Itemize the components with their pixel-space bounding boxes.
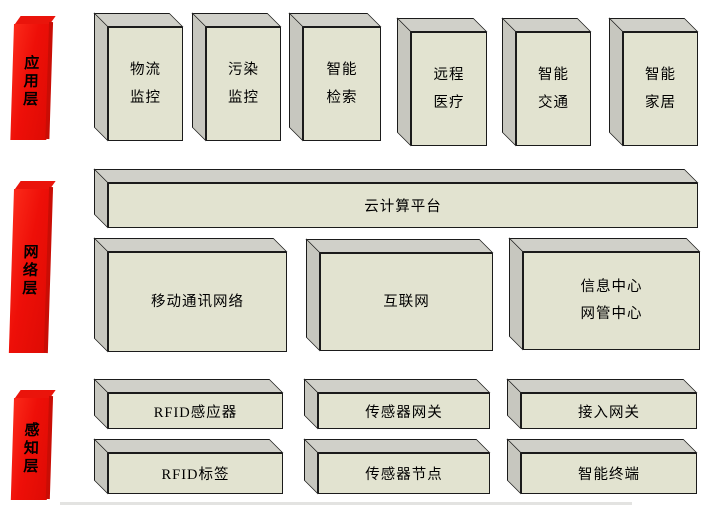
bottom-shadow-line	[60, 502, 632, 505]
layer-label-network: 网络层	[20, 244, 38, 298]
box-label: 接入网关	[578, 404, 640, 421]
box-label-line: 家居	[645, 95, 676, 111]
layer-slab-perception: 感知层	[10, 398, 50, 500]
box-label-line: 医疗	[433, 95, 465, 111]
sensor-node-box: 传感器节点	[318, 453, 490, 494]
access-gateway-box: 接入网关	[521, 393, 697, 429]
box-label: 传感器节点	[365, 467, 443, 483]
app-box-smart-retrieval: 智能 检索	[303, 27, 381, 141]
box-label-line: 交通	[538, 95, 569, 111]
smart-terminal-box: 智能终端	[521, 453, 697, 494]
box-label: 传感器网关	[365, 404, 443, 421]
rfid-sensor-box: RFID感应器	[108, 393, 283, 429]
box-label: RFID标签	[161, 467, 230, 483]
box-label: 云计算平台	[364, 199, 442, 215]
box-label-line: 监控	[130, 90, 161, 106]
info-center-box: 信息中心 网管中心	[523, 252, 700, 350]
box-label-line: 智能	[326, 62, 358, 78]
app-box-smart-transportation: 智能 交通	[516, 32, 591, 146]
mobile-network-box: 移动通讯网络	[108, 252, 287, 352]
box-label-line: 监控	[228, 90, 259, 106]
layer-slab-network: 网络层	[8, 189, 50, 353]
box-label-line: 信息中心	[580, 279, 643, 295]
internet-box: 互联网	[320, 253, 493, 351]
box-label-line: 远程	[433, 67, 465, 83]
app-box-smart-home: 智能 家居	[623, 32, 698, 146]
box-label-line: 物流	[130, 62, 161, 78]
box-label-line: 检索	[326, 90, 358, 106]
box-label: RFID感应器	[153, 404, 238, 421]
box-label: 智能终端	[578, 467, 640, 483]
box-label-line: 网管中心	[580, 306, 643, 322]
layer-label-application: 应用层	[20, 55, 39, 109]
layer-label-perception: 感知层	[21, 422, 39, 476]
box-label: 移动通讯网络	[151, 293, 244, 310]
app-box-telemedicine: 远程 医疗	[411, 32, 487, 146]
box-label: 互联网	[383, 293, 430, 310]
app-box-logistics-monitoring: 物流 监控	[108, 27, 183, 141]
app-box-pollution-monitoring: 污染 监控	[206, 27, 281, 141]
layer-slab-application: 应用层	[10, 24, 50, 140]
sensor-gateway-box: 传感器网关	[318, 393, 490, 429]
box-label-line: 智能	[645, 67, 676, 83]
box-label-line: 污染	[228, 62, 259, 78]
cloud-platform-box: 云计算平台	[108, 183, 698, 228]
rfid-tag-box: RFID标签	[108, 453, 283, 494]
box-label-line: 智能	[538, 67, 569, 83]
